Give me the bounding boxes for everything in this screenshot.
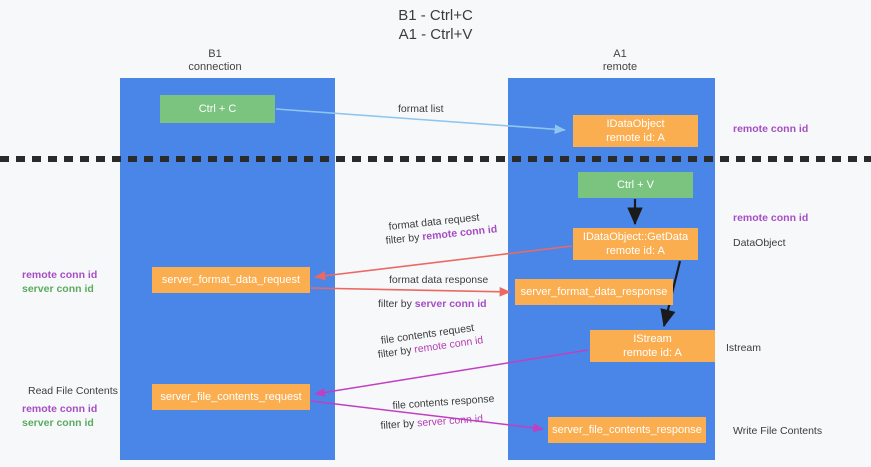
column-header-a1: A1 remote <box>560 48 680 74</box>
node-server-format-data-response-label: server_format_data_response <box>520 286 668 298</box>
annotation-istream: Istream <box>726 342 762 354</box>
annotation-dataobject: DataObject <box>733 237 786 249</box>
node-server-file-contents-response[interactable]: server_file_contents_response <box>548 417 706 443</box>
column-header-b1-role: connection <box>188 61 242 73</box>
node-getdata-label: IDataObject::GetData <box>582 231 689 243</box>
node-ctrl-v-label: Ctrl + V <box>617 179 654 191</box>
annotation-read-file-contents: Read File Contents <box>28 385 118 397</box>
arrow-format-data-response <box>310 286 511 297</box>
node-istream-sub: remote id: A <box>623 347 682 359</box>
edge-label-file-contents-response: file contents response <box>392 392 495 412</box>
annotation-left-remote-conn-id-bottom: remote conn id <box>22 403 98 415</box>
column-header-b1-name: B1 <box>208 48 222 60</box>
annotation-left-conn-ids-bottom: remote conn id server conn id <box>22 402 97 430</box>
node-server-file-contents-request-label: server_file_contents_request <box>160 391 302 403</box>
annotation-left-server-conn-id-mid: server conn id <box>22 283 94 295</box>
annotation-left-conn-ids-mid: remote conn id server conn id <box>22 268 97 296</box>
annotation-write-file-contents: Write File Contents <box>733 425 823 437</box>
node-idataobject[interactable]: IDataObject remote id: A <box>573 115 698 147</box>
annotation-remote-conn-id-top: remote conn id <box>733 123 809 135</box>
column-header-b1: B1 connection <box>155 48 275 74</box>
title-line-1: B1 - Ctrl+C <box>398 7 473 24</box>
filter-prefix: filter by <box>377 343 416 361</box>
column-header-a1-role: remote <box>602 61 638 73</box>
annotation-left-server-conn-id-bottom: server conn id <box>22 417 94 429</box>
annotation-remote-conn-id-mid: remote conn id <box>733 212 809 224</box>
node-idataobject-label: IDataObject <box>606 118 665 130</box>
node-server-format-data-response[interactable]: server_format_data_response <box>515 279 673 305</box>
filter-prefix: filter by <box>385 231 423 247</box>
node-server-file-contents-response-label: server_file_contents_response <box>552 424 702 436</box>
node-server-format-data-request-label: server_format_data_request <box>161 274 301 286</box>
edge-label-format-data-response: format data response <box>389 274 489 286</box>
node-idataobject-getdata[interactable]: IDataObject::GetData remote id: A <box>573 228 698 260</box>
phase-divider-dashed-line <box>0 156 871 162</box>
node-ctrl-v[interactable]: Ctrl + V <box>578 172 693 198</box>
node-ctrl-c[interactable]: Ctrl + C <box>160 95 275 123</box>
edge-label-file-contents-response-filter: filter by server conn id <box>380 412 483 433</box>
filter-key-server-conn-id: server conn id <box>414 298 487 310</box>
node-server-file-contents-request[interactable]: server_file_contents_request <box>152 384 310 410</box>
node-getdata-sub: remote id: A <box>606 245 665 257</box>
node-istream-label: IStream <box>633 333 672 345</box>
page-title: B1 - Ctrl+C A1 - Ctrl+V <box>0 6 871 44</box>
node-server-format-data-request[interactable]: server_format_data_request <box>152 267 310 293</box>
title-line-2: A1 - Ctrl+V <box>398 26 473 43</box>
column-header-a1-name: A1 <box>613 48 627 60</box>
node-idataobject-sub: remote id: A <box>606 132 665 144</box>
filter-key-server-conn-id: server conn id <box>416 412 484 430</box>
node-ctrl-c-label: Ctrl + C <box>198 103 237 115</box>
filter-prefix: filter by <box>378 298 415 310</box>
edge-label-format-list: format list <box>398 103 444 115</box>
annotation-left-remote-conn-id-mid: remote conn id <box>22 269 98 281</box>
filter-prefix: filter by <box>380 417 418 432</box>
edge-label-format-data-response-filter: filter by server conn id <box>378 297 487 311</box>
node-istream[interactable]: IStream remote id: A <box>590 330 715 362</box>
